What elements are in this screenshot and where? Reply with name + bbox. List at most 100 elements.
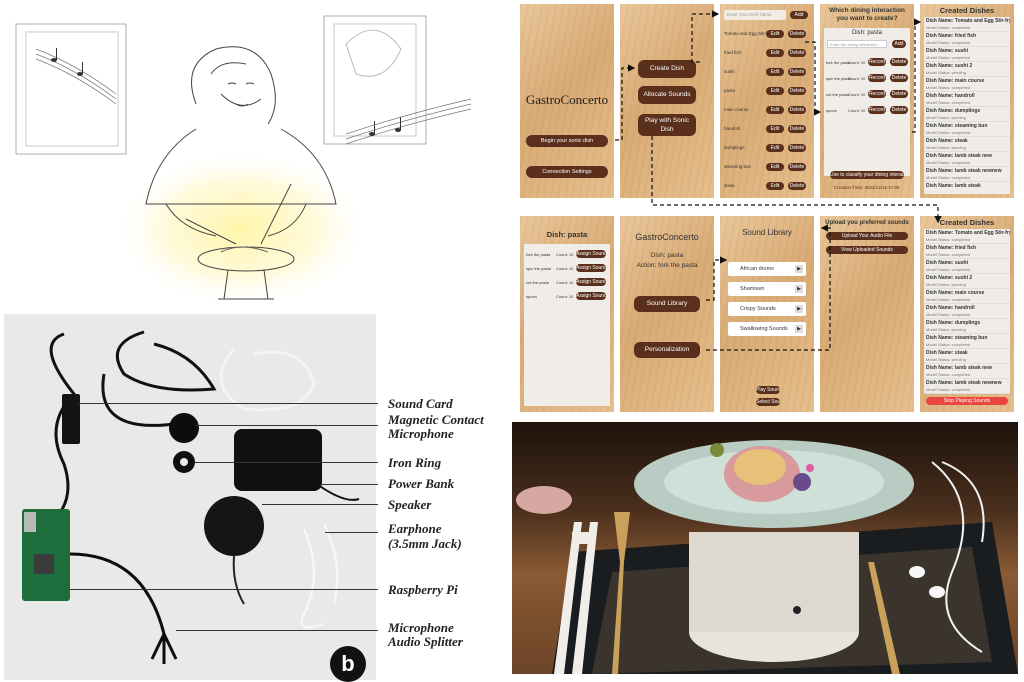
assign-row-name: spoon [526,294,537,299]
record-button[interactable]: Record [868,74,886,82]
created-dish-name: Dish Name: dumplings [926,320,981,326]
dish-edit-button[interactable]: Edit [766,30,784,38]
dish-edit-button[interactable]: Edit [766,144,784,152]
record-button[interactable]: Record [868,58,886,66]
created-dish-status: Model Status: pending [926,145,966,150]
select-sound-button[interactable]: Select Sound [756,398,780,406]
sound-library-item[interactable]: African drums▶ [728,262,806,276]
dish-name-input[interactable]: Enter Your Dish Name [724,10,786,20]
dish-list-item: steaming bun [724,164,752,169]
add-dish-button[interactable]: Add [790,11,808,19]
dish-delete-button[interactable]: Delete [788,68,806,76]
connection-settings-button[interactable]: Connection Settings [526,166,608,178]
sound-library-button[interactable]: Sound Library [634,296,700,312]
begin-sonic-dish-button[interactable]: Begin your sonic dish [526,135,608,147]
play-icon[interactable]: ▶ [795,265,803,273]
dish-delete-button[interactable]: Delete [788,49,806,57]
play-sound-button[interactable]: Play Sound [756,386,780,394]
created-dish-name: Dish Name: main course [926,78,985,84]
dish-edit-button[interactable]: Edit [766,125,784,133]
stop-playing-button[interactable]: Stop Playing Sounds [926,397,1008,405]
created-dish-name: Dish Name: fried fish [926,33,977,39]
screen-created-dishes-2: Created Dishes Dish Name: Tomato and Egg… [920,216,1014,412]
record-button[interactable]: Record [868,106,886,114]
dish-delete-button[interactable]: Delete [788,163,806,171]
interaction-delete-button[interactable]: Delete [890,58,908,66]
classify-interaction-button[interactable]: Use to classify your dining interaction [830,171,904,179]
dish-edit-button[interactable]: Edit [766,163,784,171]
sound-library-item[interactable]: Shamisen▶ [728,282,806,296]
assign-sounds-button[interactable]: Assign Sounds [576,250,606,258]
created-dish-name: Dish Name: steaming bun [926,335,988,341]
play-icon[interactable]: ▶ [795,305,803,313]
created-dish-name: Dish Name: steaming bun [926,123,988,129]
created-dishes-title-2: Created Dishes [939,218,995,227]
play-sonic-dish-button[interactable]: Play with Sonic Dish [638,114,696,136]
dish-delete-button[interactable]: Delete [788,144,806,152]
assign-sounds-button[interactable]: Assign Sounds [576,264,606,272]
create-dish-button[interactable]: Create Dish [638,60,696,78]
created-dish-name: Dish Name: sushi [926,260,968,266]
assign-sounds-button[interactable]: Assign Sounds [576,292,606,300]
dish-edit-button[interactable]: Edit [766,49,784,57]
dish-edit-button[interactable]: Edit [766,68,784,76]
sound-library-item[interactable]: Swallowing Sounds▶ [728,322,806,336]
screen-created-dishes-1: Created Dishes Dish Name: Tomato and Egg… [920,4,1014,198]
allocate-sounds-button[interactable]: Allocate Sounds [638,86,696,104]
view-uploaded-button[interactable]: View Uploaded Sounds [826,246,908,254]
play-icon[interactable]: ▶ [795,325,803,333]
dish-delete-button[interactable]: Delete [788,106,806,114]
created-dish-name: Dish Name: lamb steak new [926,365,992,371]
assign-row-count: Count: 10 [556,252,574,257]
dish-edit-button[interactable]: Edit [766,106,784,114]
screen-menu: Create Dish Allocate Sounds Play with So… [620,4,714,198]
dish-edit-button[interactable]: Edit [766,87,784,95]
dish-delete-button[interactable]: Delete [788,125,806,133]
label-earphone: Earphone [388,521,442,536]
assign-sounds-button[interactable]: Assign Sounds [576,278,606,286]
dish-delete-button[interactable]: Delete [788,87,806,95]
personalization-button[interactable]: Personalization [634,342,700,358]
dish-delete-button[interactable]: Delete [788,182,806,190]
dish-edit-button[interactable]: Edit [766,182,784,190]
interaction-input[interactable]: Enter the dining interaction [827,40,887,48]
created-dish-name: Dish Name: lamb steak [926,183,981,189]
dish-delete-button[interactable]: Delete [788,30,806,38]
interaction-delete-button[interactable]: Delete [890,90,908,98]
interaction-delete-button[interactable]: Delete [890,106,908,114]
power-bank [234,429,322,491]
sound-library-item[interactable]: Crispy Sounds▶ [728,302,806,316]
add-interaction-button[interactable]: Add [892,40,906,48]
label-microphone: Microphone [388,426,454,441]
interaction-delete-button[interactable]: Delete [890,74,908,82]
assign-dish-title: Dish: pasta [546,230,588,239]
play-icon[interactable]: ▶ [795,285,803,293]
upload-audio-button[interactable]: Upload Your Audio File [826,232,908,240]
app-brand: GastroConcerto [525,92,609,107]
created-dishes-title: Created Dishes [939,6,995,15]
created-dish-item[interactable]: Dish Name: lamb steak [924,182,1010,194]
record-button[interactable]: Record [868,90,886,98]
